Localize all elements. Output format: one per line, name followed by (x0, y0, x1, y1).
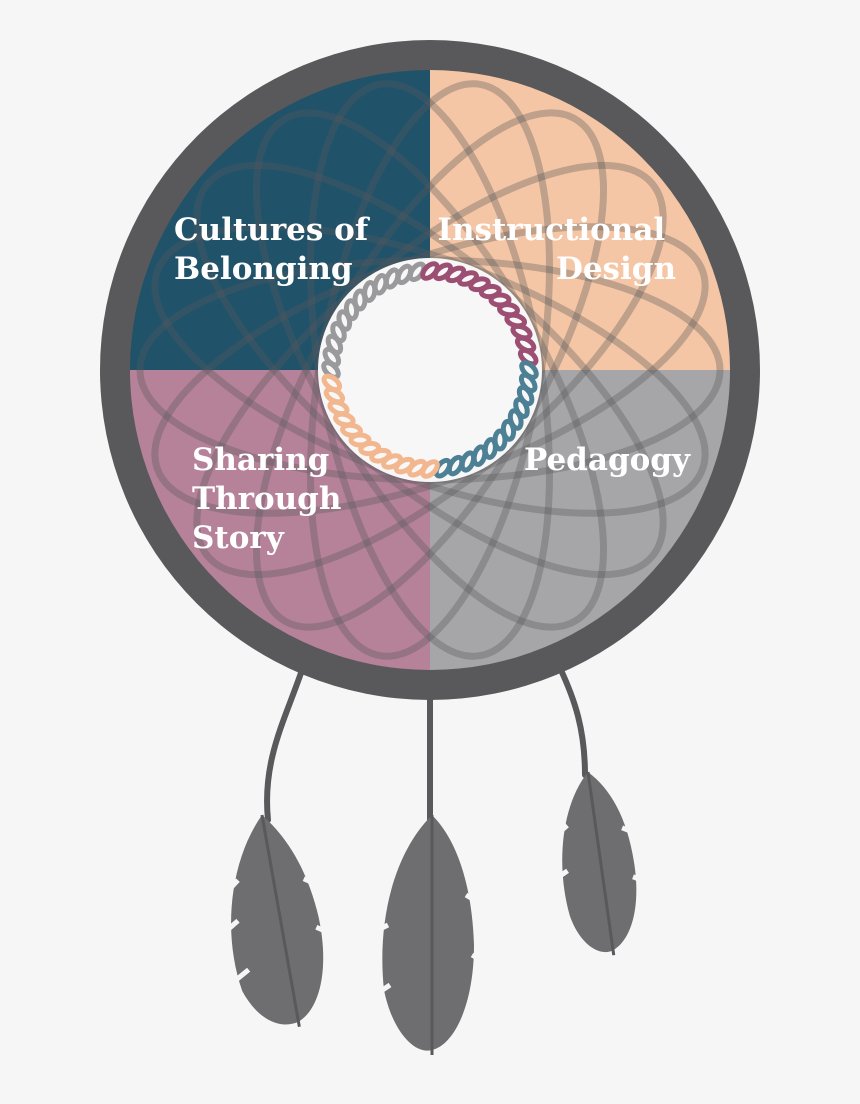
label-line: Sharing (192, 442, 329, 478)
label-line: Instructional (437, 212, 665, 248)
label-pedagogy: Pedagogy (524, 442, 691, 478)
braided-ring-icon (318, 258, 542, 482)
feather-strings (264, 665, 588, 823)
label-line: Belonging (174, 251, 353, 287)
label-line: Design (556, 251, 676, 287)
center-circle (344, 284, 516, 456)
left-feather-icon (218, 814, 338, 1027)
label-line: Through (192, 481, 341, 517)
label-line: Pedagogy (524, 442, 691, 478)
label-line: Story (192, 520, 285, 556)
label-cultures-of-belonging: Cultures of Belonging (174, 212, 379, 287)
left-string (264, 667, 305, 823)
right-feather-icon (549, 771, 654, 956)
label-sharing-through-story: Sharing Through Story (192, 442, 352, 556)
right-string (557, 665, 588, 778)
feathers (218, 771, 654, 1055)
braid-loop (321, 373, 343, 393)
label-instructional-design: Instructional Design (437, 212, 676, 287)
quadrant-labels: Cultures of Belonging Instructional Desi… (174, 212, 691, 556)
middle-feather-icon (366, 815, 492, 1055)
label-line: Cultures of (174, 212, 370, 248)
braid-strands (321, 261, 539, 479)
